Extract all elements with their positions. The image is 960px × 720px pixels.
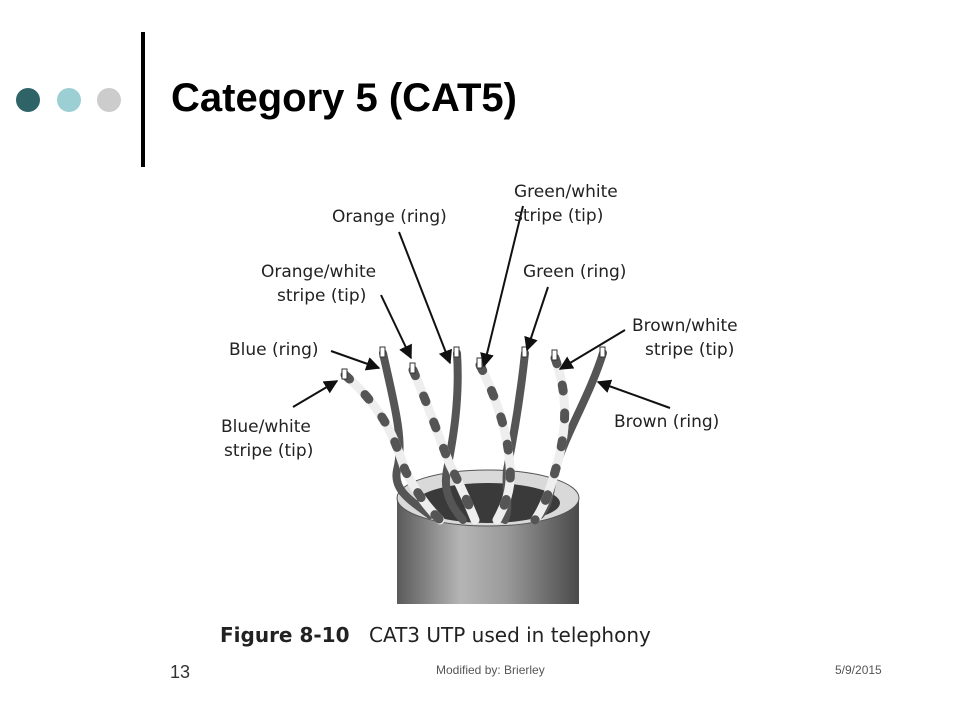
title-divider <box>141 32 145 167</box>
footer-date: 5/9/2015 <box>835 663 882 677</box>
cable-jacket <box>396 469 580 604</box>
label-orange-white-line1: Orange/white <box>261 262 376 282</box>
label-brown-white-line1: Brown/white <box>632 316 738 336</box>
wire-tips <box>341 346 606 380</box>
slide-title: Category 5 (CAT5) <box>171 76 517 120</box>
label-brown: Brown (ring) <box>614 412 719 432</box>
label-brown-white-line2: stripe (tip) <box>645 340 734 360</box>
figure-caption-text: CAT3 UTP used in telephony <box>369 623 651 647</box>
label-arrows <box>292 205 671 409</box>
label-blue-white-line1: Blue/white <box>221 417 311 437</box>
label-blue: Blue (ring) <box>229 340 319 360</box>
label-green-white-line2: stripe (tip) <box>514 206 603 226</box>
label-orange-white-line2: stripe (tip) <box>277 286 366 306</box>
bullet-dot-dark <box>16 88 40 112</box>
bullet-dot-teal <box>57 88 81 112</box>
footer-modified: Modified by: Brierley <box>436 663 545 677</box>
cable-figure: Green/white stripe (tip) Orange (ring) O… <box>220 182 738 647</box>
label-green: Green (ring) <box>523 262 626 282</box>
wires-striped <box>340 353 570 525</box>
bullet-dot-gray <box>97 88 121 112</box>
label-orange: Orange (ring) <box>332 207 447 227</box>
page-number: 13 <box>170 662 191 682</box>
figure-caption-number: Figure 8-10 <box>220 623 350 647</box>
label-blue-white-line2: stripe (tip) <box>224 441 313 461</box>
label-green-white-line1: Green/white <box>514 182 618 202</box>
